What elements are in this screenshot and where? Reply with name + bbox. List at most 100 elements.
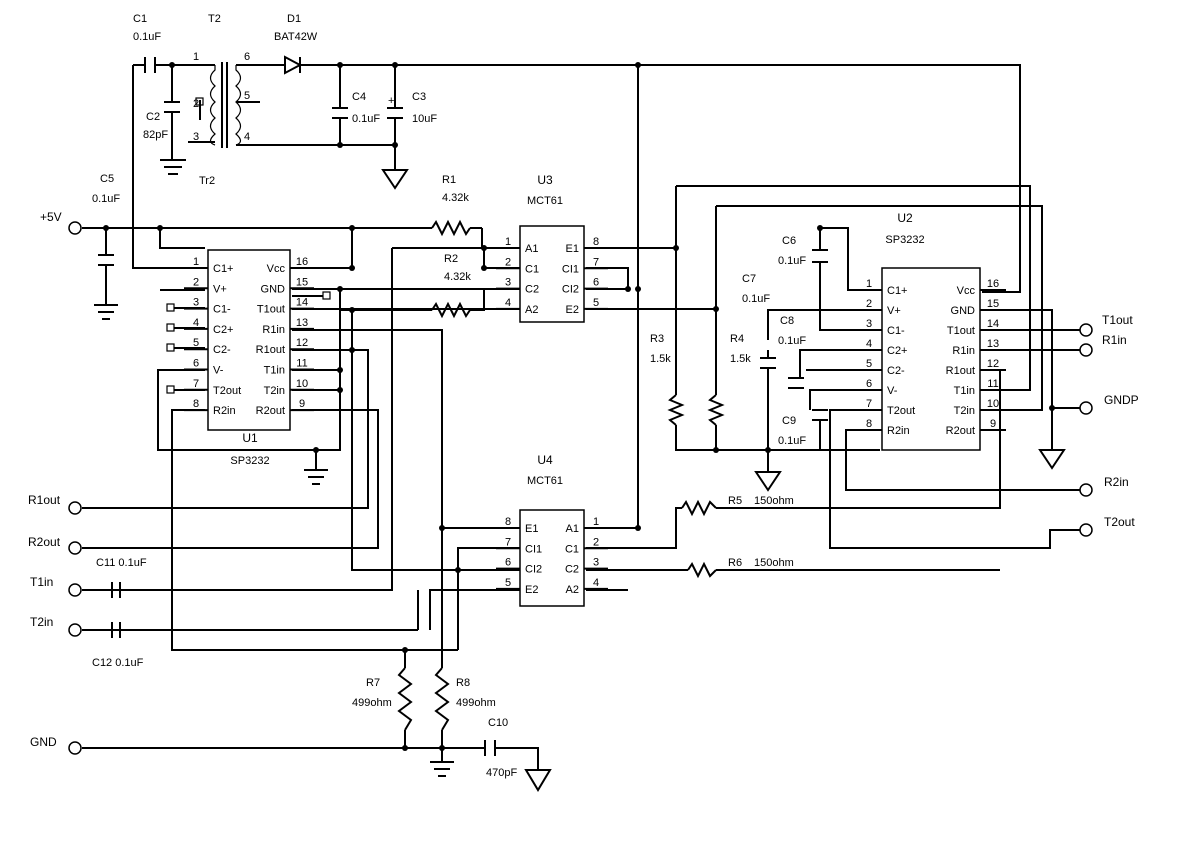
port-gndp: GNDP <box>1079 393 1139 415</box>
ground-symbol <box>304 469 328 485</box>
u2-pin-8-name: R2in <box>887 425 910 437</box>
c5-ref: C5 <box>100 173 114 185</box>
port-t2out-label: T2out <box>1104 515 1135 529</box>
c8-value: 0.1uF <box>778 335 806 347</box>
port-r1in: R1in <box>1079 333 1127 357</box>
u4-pin-3-number: 3 <box>593 557 599 569</box>
r1-value: 4.32k <box>442 192 469 204</box>
port-r2out: R2out <box>28 535 82 555</box>
u1-pin-3-number: 3 <box>193 297 199 309</box>
c12-label: C12 0.1uF <box>92 657 144 669</box>
wires <box>82 64 1080 770</box>
r4-value: 1.5k <box>730 353 751 365</box>
u2-pin-15-name: GND <box>951 305 976 317</box>
r8-ref: R8 <box>456 677 470 689</box>
u2-pin-12-number: 12 <box>987 358 999 370</box>
resistor-r6: R6 150ohm <box>687 557 794 579</box>
u3-pin-2-number: 2 <box>505 256 511 268</box>
port-vcc: +5V <box>40 210 82 235</box>
u4-pin-5-name: E2 <box>525 584 538 596</box>
c4-ref: C4 <box>352 91 366 103</box>
u2-pin-11-number: 11 <box>987 378 998 390</box>
u1-pin-10-name: T2in <box>264 385 285 397</box>
u1-pin-8-name: R2in <box>213 405 236 417</box>
u3-pin-4-number: 4 <box>505 297 511 309</box>
u2-pin-11-name: T1in <box>954 385 975 397</box>
port-t1in-label: T1in <box>30 575 53 589</box>
u2-pin-9-name: R2out <box>946 425 975 437</box>
c10-value: 470pF <box>486 767 517 779</box>
t2-pin-4: 4 <box>244 131 250 143</box>
port-gnd: GND <box>30 735 82 755</box>
ic-u2: U2 SP3232 1C1+2V+3C1-4C2+5C2-6V-7T2out8R… <box>856 211 1006 451</box>
u1-pin-11-number: 11 <box>296 358 307 370</box>
u2-pin-1-number: 1 <box>866 278 872 290</box>
u2-pin-14-number: 14 <box>987 318 999 330</box>
u1-pin-14-name: T1out <box>257 304 285 316</box>
u2-pin-7-number: 7 <box>866 398 872 410</box>
port-gnd-label: GND <box>30 735 57 749</box>
ground-triangle <box>754 471 782 492</box>
t2-pin-6: 6 <box>244 51 250 63</box>
u4-pin-4-name: A2 <box>566 584 579 596</box>
r5-ref: R5 <box>728 495 742 507</box>
u2-pin-4-number: 4 <box>866 338 872 350</box>
u1-pin-11-name: T1in <box>264 365 285 377</box>
u2-pin-2-name: V+ <box>887 305 901 317</box>
c7-ref: C7 <box>742 273 756 285</box>
u1-pin-16-name: Vcc <box>267 263 286 275</box>
ground-triangle <box>381 169 409 190</box>
r2-ref: R2 <box>444 253 458 265</box>
u2-pin-10-name: T2in <box>954 405 975 417</box>
u2-pin-4-name: C2+ <box>887 345 908 357</box>
c7-value: 0.1uF <box>742 293 770 305</box>
capacitor-c9: C9 0.1uF <box>778 409 828 447</box>
u2-pin-10-number: 10 <box>987 398 999 410</box>
u1-pin-2-name: V+ <box>213 283 227 295</box>
u1-pin-4-number: 4 <box>193 317 199 329</box>
u4-pin-2-name: C1 <box>565 543 579 555</box>
c4-value: 0.1uF <box>352 113 380 125</box>
r1-ref: R1 <box>442 174 456 186</box>
t2-pin-3: 3 <box>193 131 199 143</box>
u1-pin-1-name: C1+ <box>213 263 234 275</box>
resistor-r8: R8 499ohm <box>434 667 496 731</box>
u2-pin-15-number: 15 <box>987 298 999 310</box>
u2-pin-13-number: 13 <box>987 338 999 350</box>
d1-ref: D1 <box>287 13 301 25</box>
r8-value: 499ohm <box>456 697 496 709</box>
capacitor-c8: C8 0.1uF <box>778 315 806 389</box>
c11-label: C11 0.1uF <box>96 557 147 569</box>
u2-pin-2-number: 2 <box>866 298 872 310</box>
u1-pin-3-name: C1- <box>213 304 231 316</box>
u1-pin-14-number: 14 <box>296 297 308 309</box>
c6-ref: C6 <box>782 235 796 247</box>
resistor-r3: R3 1.5k <box>650 333 685 426</box>
c1-value: 0.1uF <box>133 31 161 43</box>
t2-pin-2: 2 <box>193 98 199 110</box>
u3-pin-7-number: 7 <box>593 256 599 268</box>
u1-pin-10-number: 10 <box>296 378 308 390</box>
ground-symbol <box>430 761 454 777</box>
u1-pin-7-number: 7 <box>193 378 199 390</box>
transformer-t2: T2 Tr2 1 2 3 6 5 4 <box>193 13 260 187</box>
u4-ref: U4 <box>537 453 553 467</box>
u2-pin-6-number: 6 <box>866 378 872 390</box>
u1-pin-12-number: 12 <box>296 337 308 349</box>
u4-pin-3-name: C2 <box>565 564 579 576</box>
u2-pin-8-number: 8 <box>866 418 872 430</box>
u3-pin-4-name: A2 <box>525 304 538 316</box>
u4-pin-2-number: 2 <box>593 536 599 548</box>
capacitor-c1: C1 0.1uF <box>133 13 161 73</box>
u1-pin-9-name: R2out <box>256 405 285 417</box>
u3-pin-3-number: 3 <box>505 277 511 289</box>
port-r2in: R2in <box>1079 475 1129 497</box>
c9-value: 0.1uF <box>778 435 806 447</box>
u1-pin-16-number: 16 <box>296 256 308 268</box>
c6-value: 0.1uF <box>778 255 806 267</box>
r4-ref: R4 <box>730 333 744 345</box>
u1-pin-15-name: GND <box>261 283 286 295</box>
resistor-r4: R4 1.5k <box>707 333 751 426</box>
